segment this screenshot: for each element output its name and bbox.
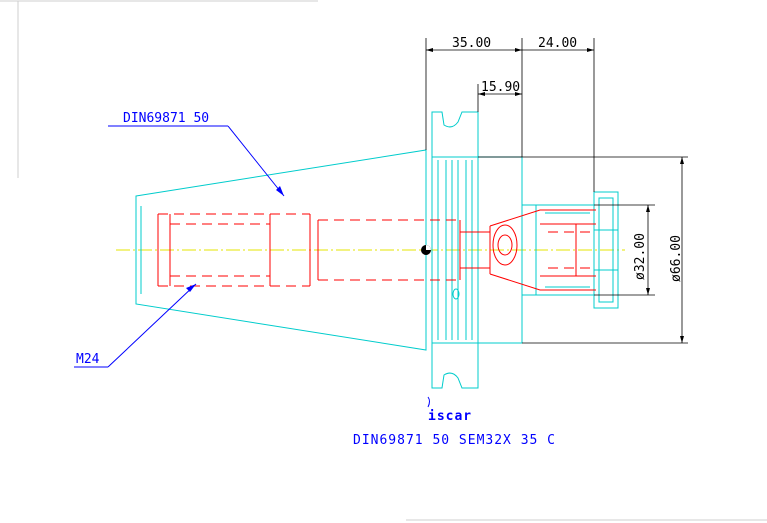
dim-24-label: 24.00: [538, 36, 577, 51]
clamp-nut: [593, 191, 619, 309]
callout-thread: M24: [74, 283, 197, 368]
taper-shank: [135, 149, 427, 351]
callout-taper-label: DIN69871 50: [123, 111, 209, 126]
svg-text:iscar: iscar: [428, 409, 472, 424]
hidden-bore: [157, 209, 596, 291]
dimension-35: 35.00: [425, 36, 523, 157]
dimension-dia32: ø32.00: [594, 204, 655, 296]
dim-15-9-label: 15.90: [481, 80, 520, 95]
center-marker: [421, 245, 431, 255]
iscar-logo: iscar: [427, 396, 472, 424]
dimension-15-9: 15.90: [477, 80, 522, 112]
title-block: iscar DIN69871 50 SEM32X 35 C: [353, 396, 556, 448]
dim-dia32-label: ø32.00: [633, 233, 648, 280]
callout-thread-label: M24: [76, 352, 100, 367]
dim-dia66-label: ø66.00: [669, 235, 684, 282]
dim-35-label: 35.00: [452, 36, 491, 51]
part-number: DIN69871 50 SEM32X 35 C: [353, 433, 556, 448]
flange: [431, 111, 479, 389]
callout-taper: DIN69871 50: [108, 111, 285, 197]
dimension-dia66: ø66.00: [478, 156, 688, 344]
dimension-24: 24.00: [522, 36, 595, 192]
